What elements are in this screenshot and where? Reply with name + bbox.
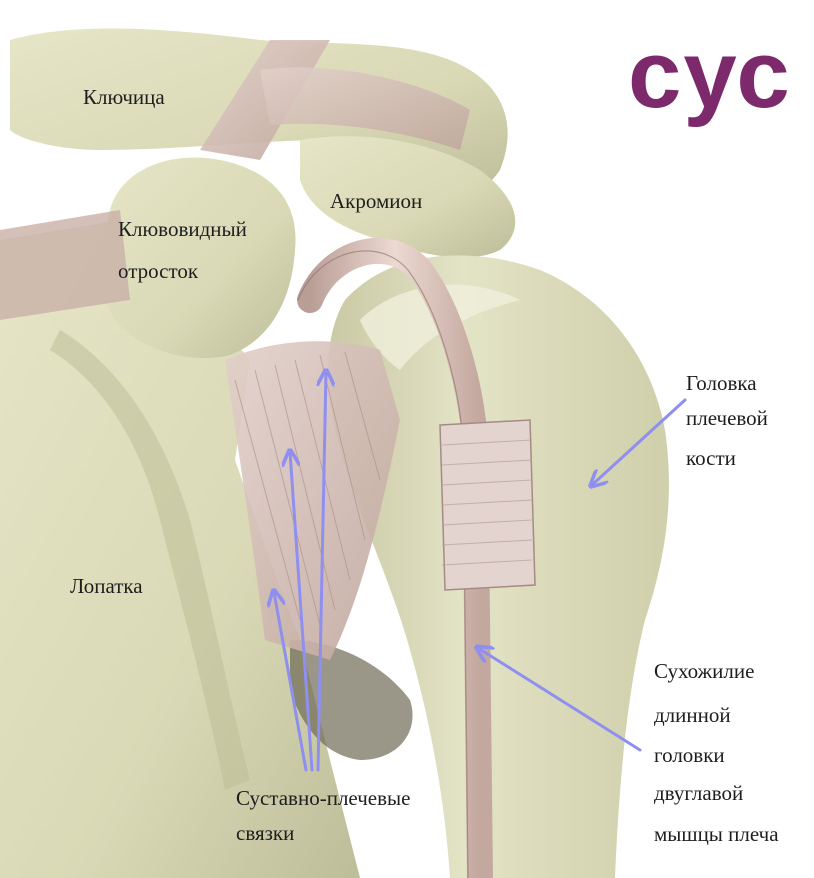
label-biceps-line3: головки <box>654 742 725 769</box>
label-coracoid-line2: отросток <box>118 258 198 285</box>
label-biceps-line4: двуглавой <box>654 780 743 807</box>
slide-title-fragment: сус <box>628 20 792 130</box>
label-ligaments-line2: связки <box>236 820 294 847</box>
label-ligaments-line1: Суставно-плечевые <box>236 785 410 812</box>
label-acromion: Акромион <box>330 188 422 215</box>
label-humeral-head-line3: кости <box>686 445 736 472</box>
label-biceps-line1: Сухожилие <box>654 658 754 685</box>
label-biceps-line2: длинной <box>654 702 731 729</box>
label-humeral-head-line2: плечевой <box>686 405 768 432</box>
label-coracoid-line1: Клювовидный <box>118 216 247 243</box>
label-clavicle: Ключица <box>83 84 165 111</box>
label-scapula: Лопатка <box>70 573 143 600</box>
label-biceps-line5: мышцы плеча <box>654 821 779 848</box>
label-humeral-head-line1: Головка <box>686 370 757 397</box>
